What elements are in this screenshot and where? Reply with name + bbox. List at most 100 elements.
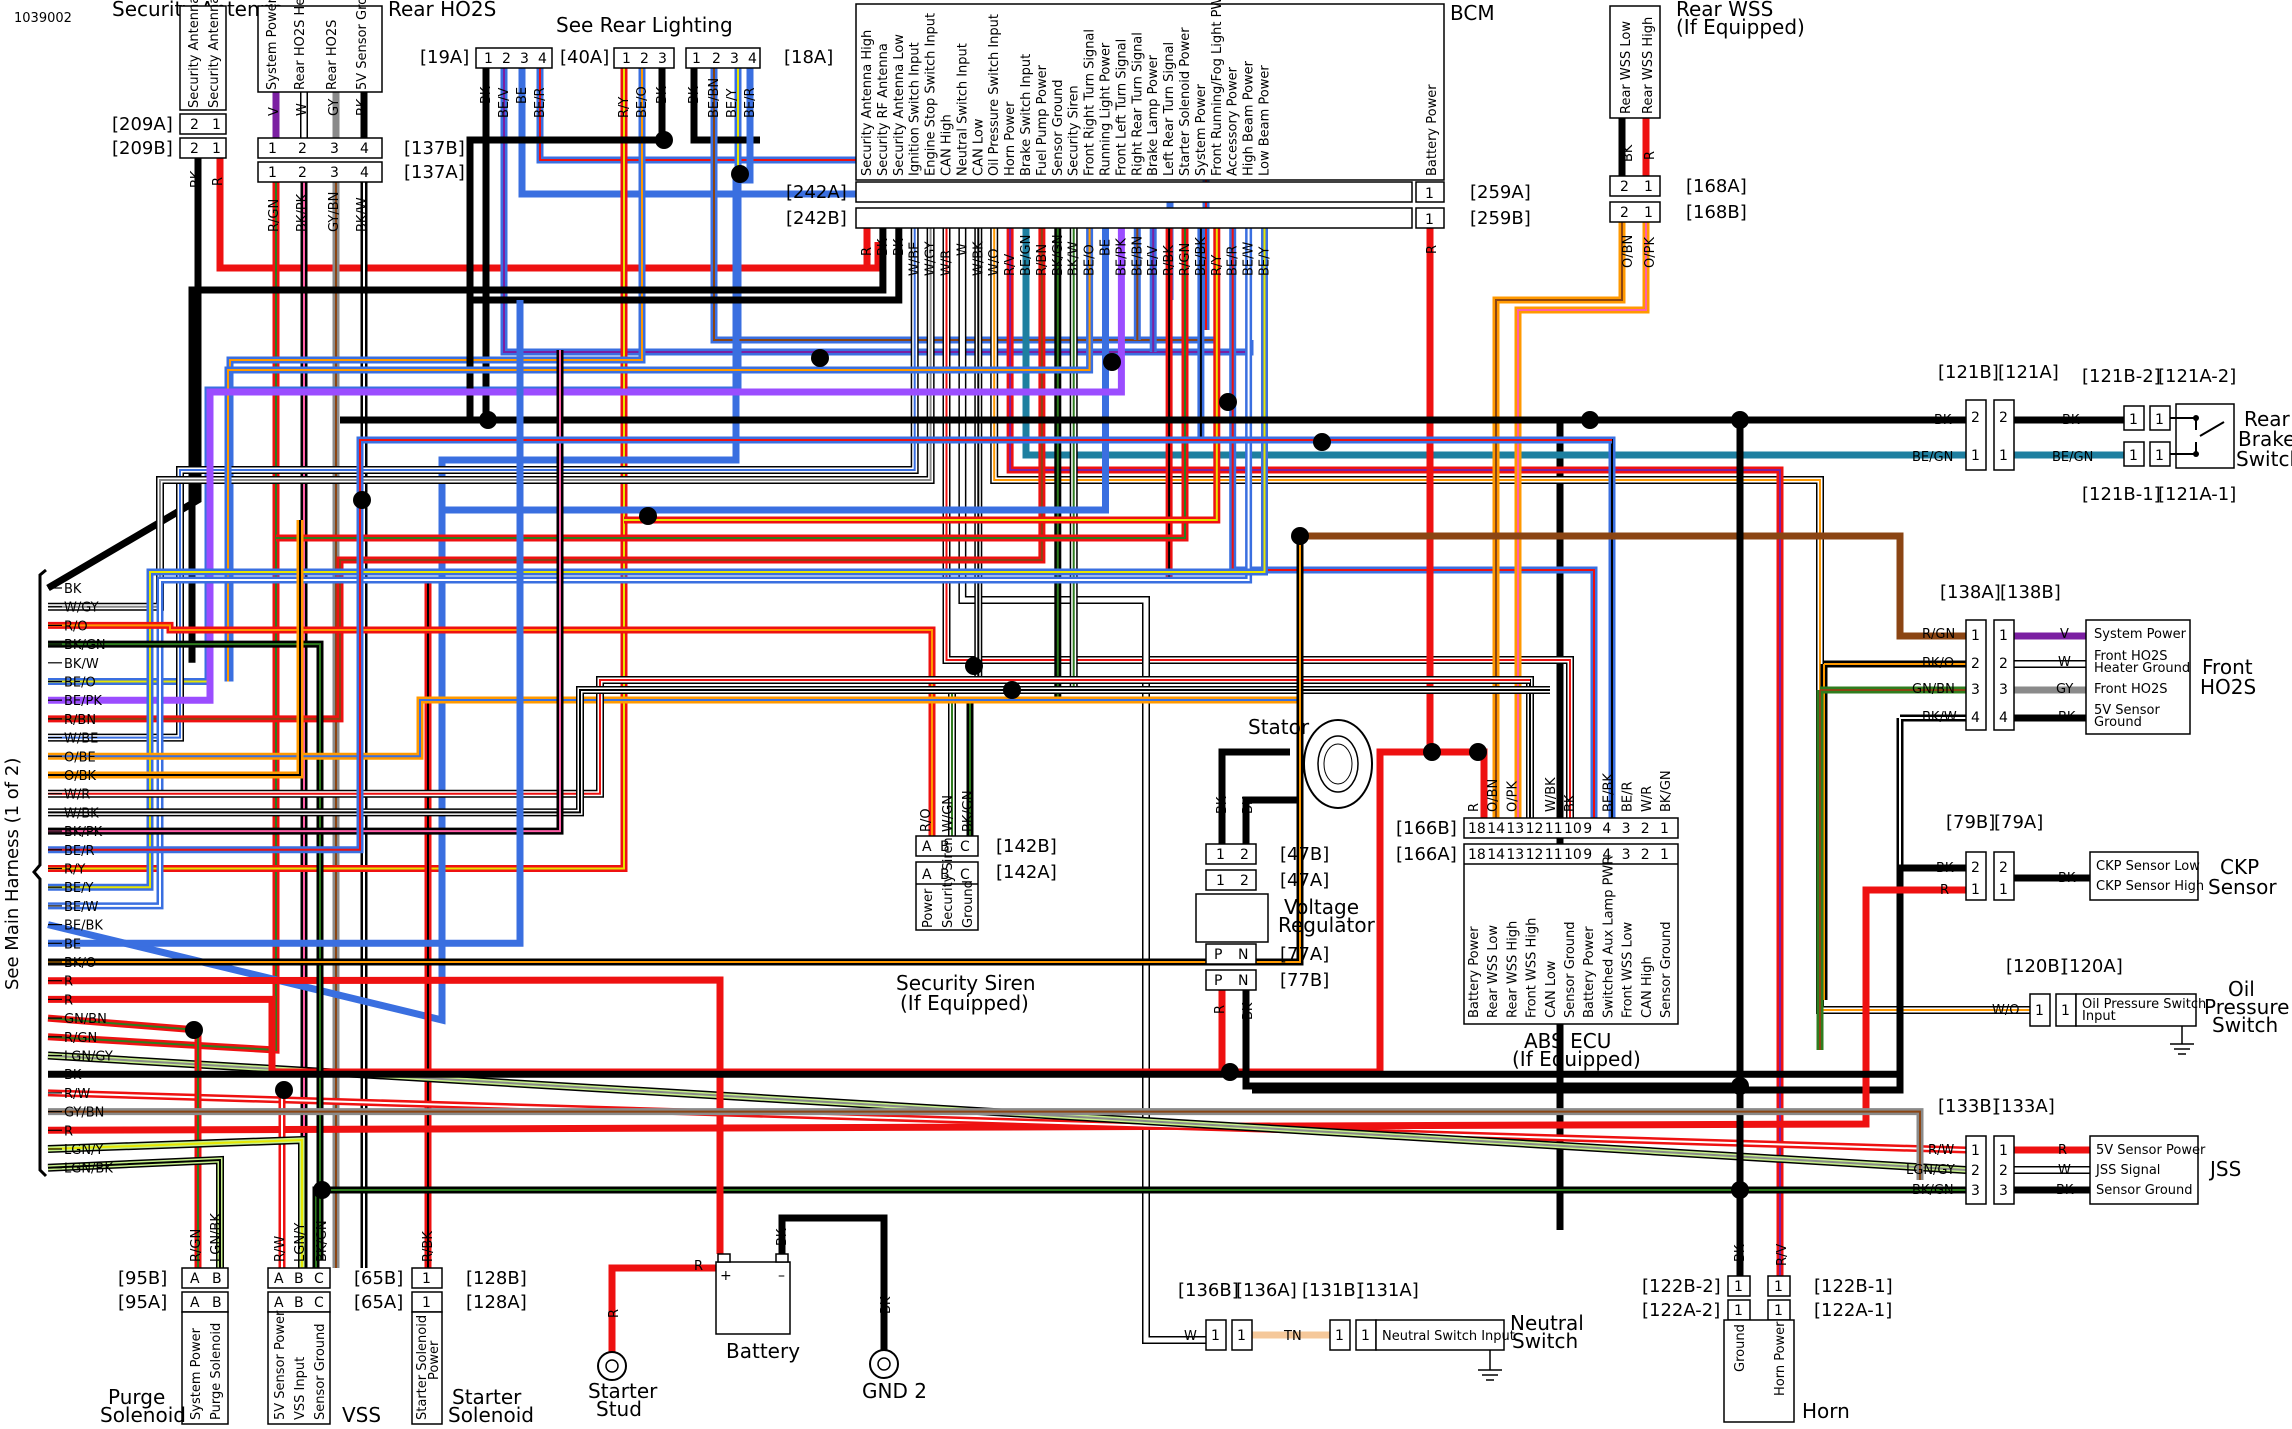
svg-text:CKP Sensor Low: CKP Sensor Low (2096, 859, 2200, 874)
harness-wire-label: BK (64, 1068, 82, 1083)
svg-text:2: 2 (502, 51, 511, 67)
svg-text:1: 1 (1774, 1279, 1783, 1295)
svg-text:C: C (960, 839, 970, 855)
w (48, 436, 1612, 854)
harness-wire-label: BE/PK (64, 694, 102, 709)
abs-pin-name: Battery Power (1467, 926, 1482, 1018)
wire-sec-ant-bk (46, 158, 202, 592)
svg-text:TN: TN (1283, 1329, 1302, 1344)
svg-text:(If Equipped): (If Equipped) (900, 991, 1029, 1015)
abs-pin-id: 9 (1583, 847, 1592, 863)
rear-wss: Rear WSS Low Rear WSS High Rear WSS (If … (1609, 0, 1805, 268)
svg-text:[138A]: [138A] (1940, 582, 2001, 603)
svg-text:BK: BK (355, 98, 370, 116)
svg-text:BK: BK (879, 1296, 894, 1314)
svg-text:[121A-2]: [121A-2] (2158, 366, 2236, 387)
abs-pin-name: CAN Low (1544, 960, 1559, 1018)
svg-text:LGN/GY: LGN/GY (1906, 1163, 1955, 1178)
svg-text:[136A]: [136A] (1236, 1280, 1297, 1301)
svg-text:3: 3 (1971, 682, 1980, 698)
wire-bcm-rv (1006, 228, 1784, 1276)
svg-text:System Power: System Power (189, 1327, 204, 1420)
harness-wire-label: GN/BN (64, 1012, 107, 1027)
wire-bcm-w (958, 228, 1206, 1344)
abs-pin-name: Sensor Ground (1659, 921, 1674, 1018)
abs-pin-id: 13 (1506, 847, 1524, 863)
abs-wire-label: W/R (1640, 786, 1655, 812)
svg-text:C: C (314, 1271, 324, 1287)
svg-text:R/BK: R/BK (421, 1231, 436, 1262)
svg-text:JSS: JSS (2208, 1157, 2241, 1181)
bcm-pin-name: Sensor Ground (1051, 79, 1066, 176)
svg-text:Sensor: Sensor (2208, 875, 2277, 899)
svg-text:GY: GY (327, 99, 342, 116)
harness-wire-label: BE/BK (64, 919, 103, 934)
harness-bracket (32, 568, 48, 1178)
harness-wire-label: R/Y (64, 863, 85, 878)
switch-symbol (2170, 417, 2225, 455)
bcm-pin-name: Low Beam Power (1258, 65, 1273, 176)
svg-text:4: 4 (360, 141, 369, 157)
conn-259a (1415, 181, 1445, 203)
bcm-pin-name: Security Antenna High (860, 30, 875, 176)
starter-stud: R Starter Stud (588, 1309, 658, 1421)
svg-text:BK/GN: BK/GN (1912, 1183, 1954, 1198)
wire-wss-obn (1492, 222, 1626, 818)
svg-text:BK: BK (1215, 796, 1230, 814)
svg-text:Rear WSS: Rear WSS (1676, 0, 1773, 21)
svg-text:4: 4 (748, 51, 757, 67)
wire-jss-bkgn (312, 1186, 1966, 1268)
ground-symbol (2170, 1026, 2194, 1055)
wire-fho2s-rgn (1300, 532, 1966, 640)
abs-pin-id: 3 (1622, 821, 1631, 837)
svg-text:[122B-1]: [122B-1] (1814, 1276, 1893, 1297)
svg-text:[121B]: [121B] (1938, 362, 1999, 383)
svg-text:C: C (314, 1295, 324, 1311)
rear-lighting-wire-label: BE/V (497, 87, 512, 118)
splice-dot (1219, 393, 1237, 411)
rear-lighting-wire-label: R/Y (617, 97, 632, 118)
svg-text:2: 2 (1999, 860, 2008, 876)
wire-bcm-bew (48, 228, 1253, 910)
svg-text:BE/GN: BE/GN (2052, 450, 2093, 465)
abs-pin-id: 14 (1487, 821, 1505, 837)
harness-wire-label: O/BE (64, 750, 96, 765)
svg-text:1: 1 (1216, 847, 1225, 863)
bcm-wire-label: W/GY (924, 241, 939, 276)
svg-text:Sensor Ground: Sensor Ground (2096, 1183, 2193, 1198)
svg-text:Rear WSS Low: Rear WSS Low (1619, 21, 1634, 114)
bcm-pin-name: Engine Stop Switch Input (924, 13, 939, 176)
svg-text:Front: Front (2202, 655, 2253, 679)
abs-pin-id: 9 (1583, 821, 1592, 837)
svg-text:Rear HO2S Heater Ground: Rear HO2S Heater Ground (293, 0, 308, 90)
svg-text:R/GN: R/GN (189, 1229, 204, 1262)
svg-text:Starter: Starter (452, 1385, 522, 1409)
svg-text:BK/W: BK/W (355, 197, 370, 232)
svg-text:Rear WSS High: Rear WSS High (1641, 17, 1656, 114)
harness-wire-label: R/O (64, 619, 88, 634)
splice-dot (1731, 411, 1749, 429)
svg-text:W/O: W/O (1992, 1003, 2019, 1018)
security-antenna-pin2: Security Antenna High (207, 0, 222, 108)
wire-harness-gybn (48, 1108, 1924, 1180)
svg-text:[121B-1]: [121B-1] (2082, 484, 2161, 505)
abs-pin-id: 18 (1468, 821, 1486, 837)
harness-wire-label: O/BK (64, 769, 97, 784)
harness-wire-label: W/R (64, 788, 90, 803)
svg-text:BK: BK (775, 1228, 790, 1246)
wire-fho2s-bko (1820, 660, 1966, 1000)
svg-text:1: 1 (1999, 628, 2008, 644)
main-harness-label: See Main Harness (1 of 2) (2, 758, 23, 990)
svg-text:1: 1 (268, 141, 277, 157)
svg-text:2: 2 (1620, 205, 1629, 221)
svg-text:BK: BK (1621, 144, 1636, 162)
svg-text:R: R (607, 1309, 622, 1318)
wire-bcm-wr (942, 228, 1574, 818)
wire-ckp-r (47, 886, 1966, 1134)
harness-wire-label: R/BN (64, 713, 96, 728)
harness-wire-label: GY/BN (64, 1106, 104, 1121)
